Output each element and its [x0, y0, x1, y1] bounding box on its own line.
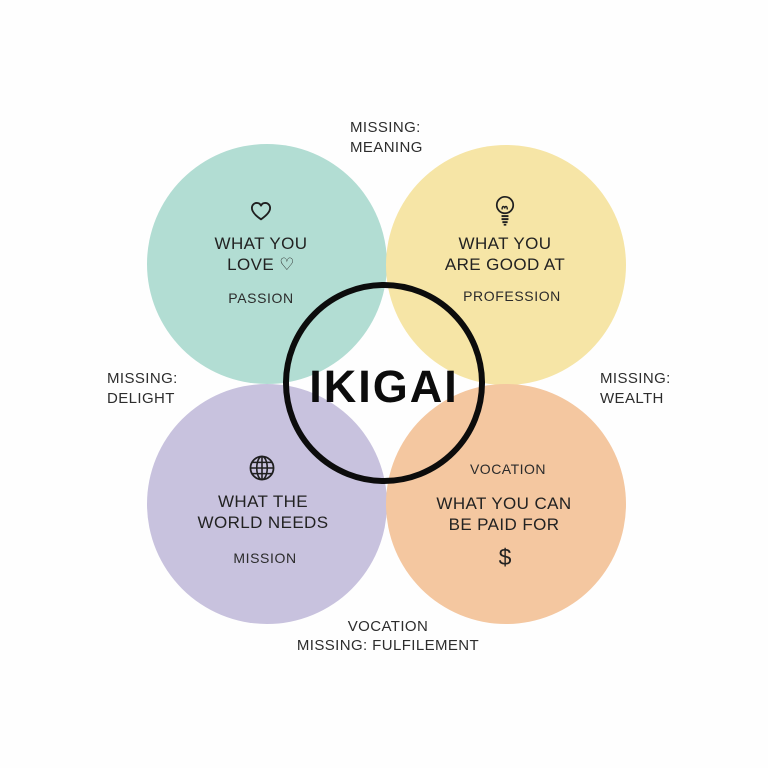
- circle-world-needs-line2: WORLD NEEDS: [197, 513, 329, 532]
- circle-good-at-line1: WHAT YOU: [458, 234, 552, 253]
- missing-fulfilment-label: VOCATION MISSING: FULFILEMENT: [297, 617, 479, 655]
- missing-delight-label: MISSING: DELIGHT: [107, 369, 178, 409]
- missing-meaning-line1: MISSING:: [350, 119, 421, 136]
- missing-fulfilment-line: MISSING: FULFILEMENT: [296, 637, 480, 654]
- circle-good-at-sublabel: PROFESSION: [463, 288, 561, 304]
- circle-paid-for-top-label: VOCATION: [469, 461, 547, 477]
- missing-delight-line1: MISSING:: [107, 370, 178, 387]
- circle-world-needs-title: WHAT THE WORLD NEEDS: [198, 491, 329, 533]
- missing-wealth-line2: WEALTH: [600, 390, 664, 407]
- missing-meaning-label: MISSING: MEANING: [350, 118, 423, 158]
- circle-love-title: WHAT YOU LOVE ♡: [215, 233, 308, 275]
- missing-wealth-label: MISSING: WEALTH: [600, 369, 671, 409]
- missing-delight-line2: DELIGHT: [107, 390, 175, 407]
- circle-love-line1: WHAT YOU: [214, 234, 308, 253]
- heart-icon: [248, 198, 274, 222]
- lightbulb-icon: [492, 194, 518, 228]
- ikigai-center-ring: [283, 282, 485, 484]
- ikigai-title: IKIGAI: [309, 361, 459, 412]
- circle-world-needs-sublabel: MISSION: [233, 550, 297, 566]
- circle-good-at-title: WHAT YOU ARE GOOD AT: [445, 233, 565, 275]
- circle-paid-for-line1: WHAT YOU CAN: [436, 494, 572, 513]
- missing-wealth-line1: MISSING:: [600, 370, 671, 387]
- circle-paid-for-line2: BE PAID FOR: [448, 515, 560, 534]
- globe-icon: [247, 453, 277, 483]
- circle-world-needs-line1: WHAT THE: [217, 492, 309, 511]
- circle-love-sublabel: PASSION: [228, 290, 294, 306]
- vocation-bottom-line: VOCATION: [347, 618, 429, 635]
- circle-good-at-line2: ARE GOOD AT: [444, 255, 566, 274]
- dollar-symbol: $: [498, 544, 512, 570]
- circle-paid-for-title: WHAT YOU CAN BE PAID FOR: [436, 493, 571, 535]
- circle-love-line2: LOVE ♡: [227, 255, 295, 274]
- missing-meaning-line2: MEANING: [350, 139, 423, 156]
